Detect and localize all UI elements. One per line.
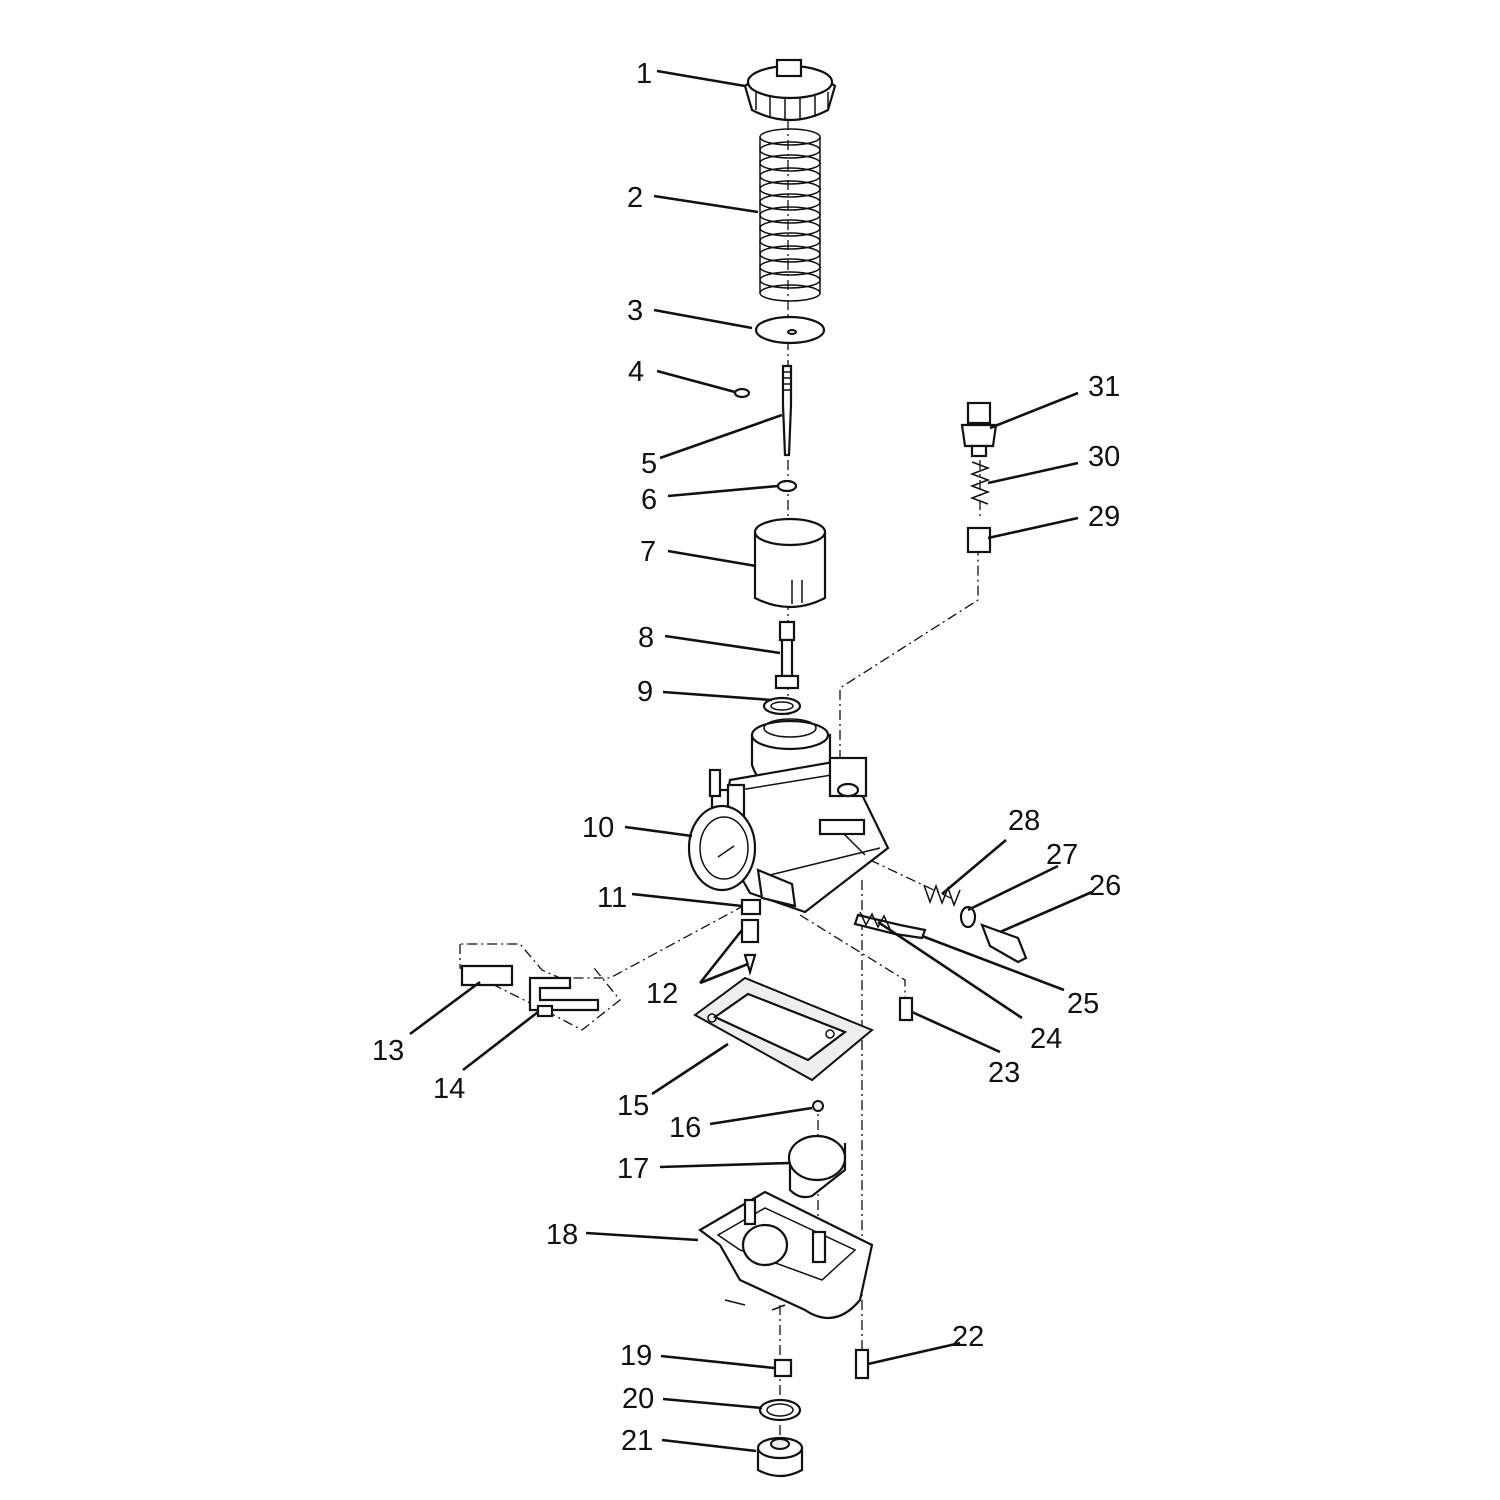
callout-31: 31 — [1088, 371, 1120, 403]
part-24-pilot-screw — [853, 913, 927, 940]
part-8-needle-jet — [774, 620, 800, 690]
callout-20: 20 — [622, 1383, 654, 1415]
part-15-gasket — [693, 976, 874, 1082]
part-16-ball — [812, 1100, 824, 1112]
callout-24: 24 — [1030, 1023, 1062, 1055]
part-7-slide — [753, 517, 827, 608]
callout-8: 8 — [638, 622, 654, 654]
callout-5: 5 — [641, 448, 657, 480]
part-9-oring — [762, 696, 802, 716]
callout-28: 28 — [1008, 805, 1040, 837]
callout-10: 10 — [582, 812, 614, 844]
part-31-adjuster — [960, 401, 998, 458]
part-12-needle-valve — [740, 918, 760, 976]
part-19-main-jet — [773, 1358, 793, 1378]
part-4-clip — [733, 387, 751, 399]
callout-22: 22 — [952, 1321, 984, 1353]
leader-lines — [409, 69, 1093, 1453]
callout-18: 18 — [546, 1219, 578, 1251]
callout-15: 15 — [617, 1090, 649, 1122]
callout-4: 4 — [628, 356, 644, 388]
callout-17: 17 — [617, 1153, 649, 1185]
callout-25: 25 — [1067, 988, 1099, 1020]
callout-29: 29 — [1088, 501, 1120, 533]
callout-16: 16 — [669, 1112, 701, 1144]
callout-12: 12 — [646, 978, 678, 1010]
part-2-spring — [759, 128, 821, 302]
part-26-stop-screw — [980, 923, 1028, 964]
callout-3: 3 — [627, 295, 643, 327]
part-25-spring — [859, 911, 891, 930]
part-30-spring — [969, 461, 991, 505]
part-3-plate — [754, 315, 826, 345]
callout-19: 19 — [620, 1340, 652, 1372]
callout-1: 1 — [636, 58, 652, 90]
callout-27: 27 — [1046, 839, 1078, 871]
part-18-float-bowl — [698, 1190, 874, 1320]
callout-30: 30 — [1088, 441, 1120, 473]
part-10-body — [687, 718, 890, 914]
callout-labels: 1 2 3 4 5 6 7 8 9 10 11 12 13 14 15 16 1… — [372, 58, 1121, 1457]
callout-13: 13 — [372, 1035, 404, 1067]
callout-9: 9 — [637, 676, 653, 708]
callout-21: 21 — [621, 1425, 653, 1457]
part-11-valve-seat — [740, 898, 762, 916]
part-6-washer — [776, 479, 798, 493]
part-5-needle — [781, 364, 793, 457]
callout-23: 23 — [988, 1057, 1020, 1089]
part-22-screw — [854, 1348, 870, 1380]
part-29-cap — [966, 526, 992, 554]
callout-7: 7 — [640, 536, 656, 568]
part-20-oring — [758, 1398, 802, 1422]
callout-11: 11 — [597, 882, 627, 914]
part-1-cap — [743, 58, 837, 122]
part-27-washer — [959, 905, 977, 929]
part-23-pilot-jet — [898, 996, 914, 1022]
part-13-bracket — [460, 964, 600, 1012]
callout-14: 14 — [433, 1073, 465, 1105]
part-21-drain-plug — [756, 1436, 804, 1478]
callout-2: 2 — [627, 182, 643, 214]
part-14-screw — [536, 1004, 554, 1018]
part-17-float — [787, 1134, 847, 1199]
callout-26: 26 — [1089, 870, 1121, 902]
callout-6: 6 — [641, 484, 657, 516]
part-28-spring — [923, 883, 961, 908]
